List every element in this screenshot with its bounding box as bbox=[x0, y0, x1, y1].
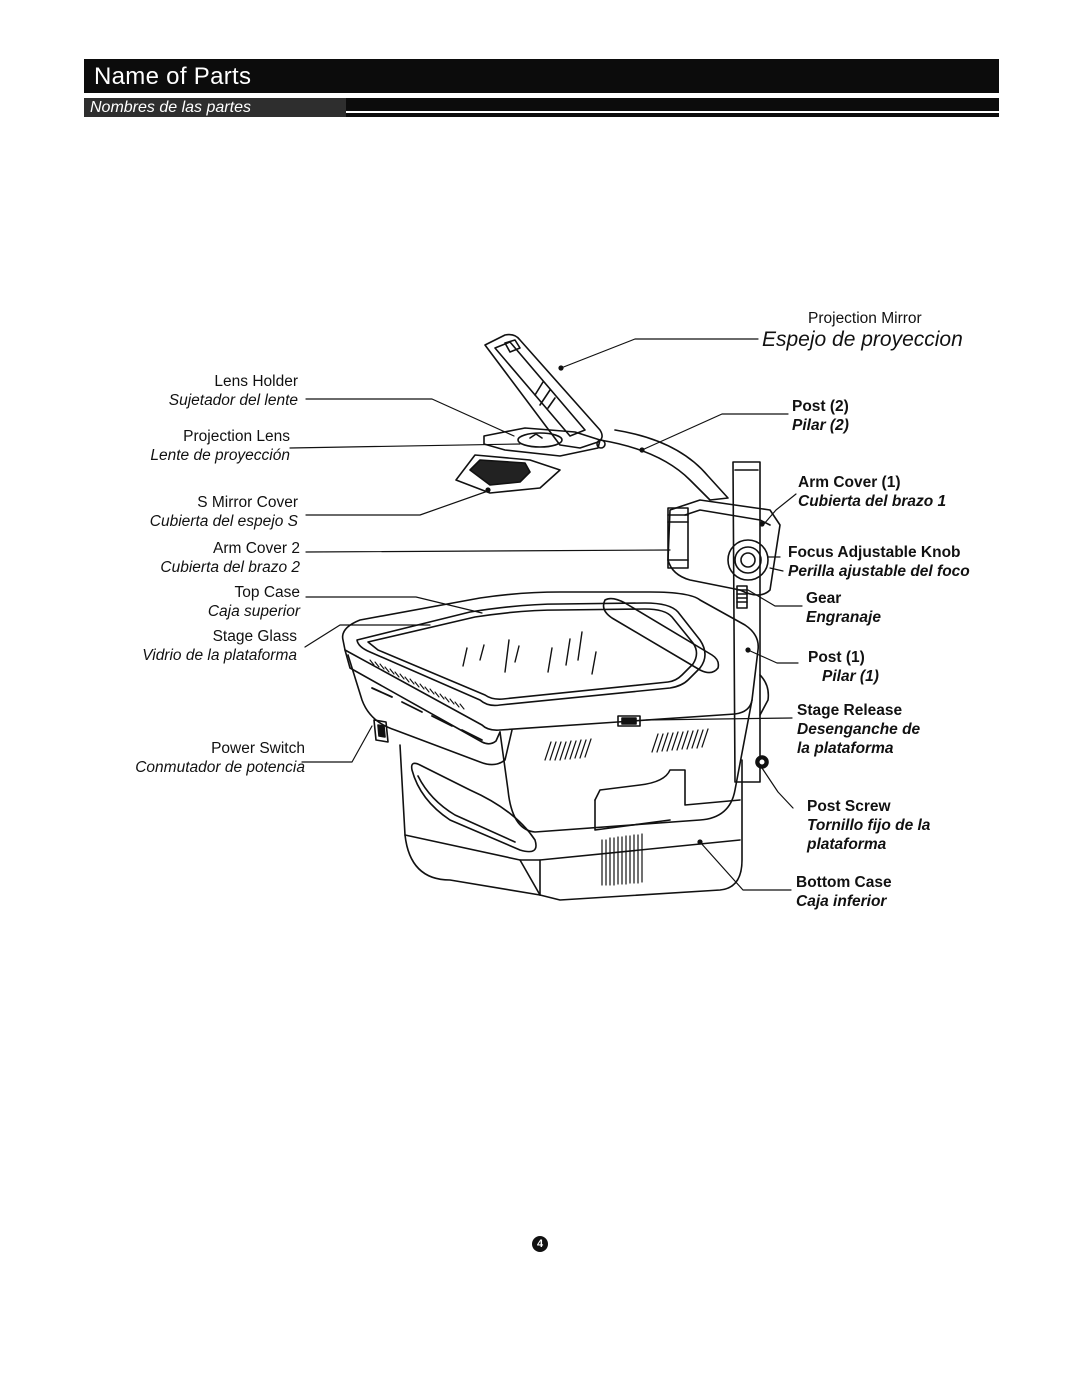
label-arm-cover-1: Arm Cover (1) Cubierta del brazo 1 bbox=[798, 474, 947, 510]
bottom-case-drawing bbox=[399, 744, 743, 901]
label-top-case: Top Case Caja superior bbox=[207, 584, 300, 620]
label-focus-knob: Focus Adjustable Knob Perilla ajustable … bbox=[788, 544, 970, 580]
label-stage-glass: Stage Glass Vidrio de la plataforma bbox=[142, 628, 297, 664]
label-post-1: Post (1) Pilar (1) bbox=[808, 649, 879, 685]
label-gear: Gear Engranaje bbox=[806, 590, 881, 626]
subtitle-rule bbox=[346, 111, 999, 113]
label-stage-release: Stage Release Desenganche de la platafor… bbox=[797, 702, 921, 757]
label-projection-mirror: Projection Mirror Espejo de proyeccion bbox=[762, 310, 963, 351]
label-post-screw: Post Screw Tornillo fijo de la plataform… bbox=[807, 798, 931, 853]
section-subtitle-bar: Nombres de las partes bbox=[84, 98, 999, 117]
mirror-head-drawing bbox=[455, 333, 606, 494]
label-arm-cover-2: Arm Cover 2 Cubierta del brazo 2 bbox=[160, 540, 300, 576]
leader-lines bbox=[289, 338, 803, 891]
label-s-mirror-cover: S Mirror Cover Cubierta del espejo S bbox=[149, 494, 298, 530]
label-projection-lens: Projection Lens Lente de proyección bbox=[150, 428, 290, 464]
arm-drawing bbox=[599, 429, 781, 596]
label-post-2: Post (2) Pilar (2) bbox=[792, 398, 849, 434]
label-lens-holder: Lens Holder Sujetador del lente bbox=[168, 373, 298, 409]
label-bottom-case: Bottom Case Caja inferior bbox=[796, 874, 892, 910]
page-number: 4 bbox=[532, 1236, 548, 1252]
section-subtitle: Nombres de las partes bbox=[84, 98, 346, 117]
section-title-bar: Name of Parts bbox=[84, 59, 999, 93]
top-case-drawing bbox=[341, 591, 770, 833]
label-power-switch: Power Switch Conmutador de potencia bbox=[135, 740, 305, 776]
section-title: Name of Parts bbox=[94, 63, 252, 90]
